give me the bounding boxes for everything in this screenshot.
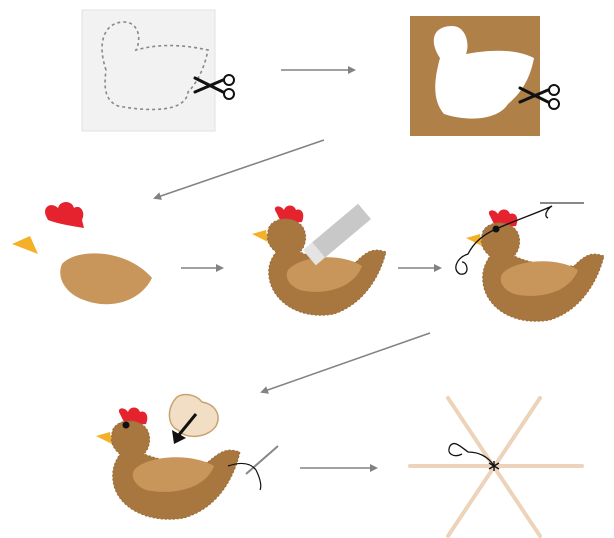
step-1-paper-pattern — [81, 9, 236, 132]
beak-piece-icon — [12, 236, 38, 254]
arrow-step2-to-step3 — [153, 139, 325, 200]
step-5-sew-eye — [455, 202, 605, 322]
wing-piece-icon — [60, 253, 152, 305]
thread-icon — [455, 228, 497, 275]
stuffing-arrow-shaft — [176, 413, 198, 437]
wing — [132, 457, 214, 492]
wing — [500, 261, 578, 296]
beak — [96, 432, 112, 444]
beak — [252, 230, 268, 242]
hen-icon — [466, 209, 605, 322]
knot-icon — [488, 461, 500, 471]
step-2-felt-sheet — [410, 16, 561, 136]
hen-icon — [96, 407, 241, 520]
beak — [466, 234, 482, 246]
wing — [286, 257, 362, 292]
stuffing-arrow-head — [172, 430, 186, 444]
step-7-mobile-sticks — [408, 396, 584, 538]
glue-stick-icon — [302, 203, 371, 266]
thread-to-needle — [495, 205, 553, 230]
thread-icon — [448, 442, 495, 467]
eye — [122, 421, 130, 429]
step-6-stuff-and-sew — [96, 393, 279, 520]
needle-icon — [245, 445, 279, 475]
arrow-step5-to-step6 — [260, 332, 431, 394]
comb-piece-icon — [45, 202, 84, 228]
paper-pattern-icon — [81, 9, 216, 132]
thread-icon — [227, 462, 262, 491]
step-4-glue-pieces — [252, 203, 387, 316]
step-3-felt-pieces — [12, 202, 152, 305]
hen-icon — [252, 205, 387, 316]
cut-out-shape — [433, 26, 534, 119]
dotted-cut-line — [101, 21, 209, 111]
